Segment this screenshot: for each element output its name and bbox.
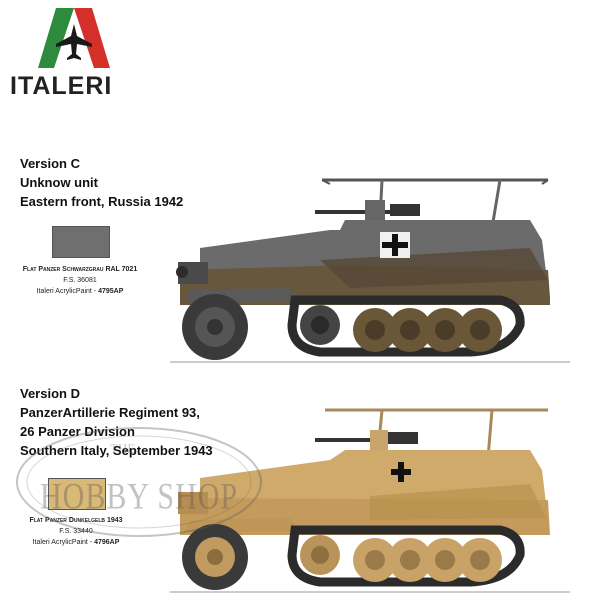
version-d-acrylic-code: 4796AP: [94, 539, 120, 546]
version-d-title: Version D: [20, 386, 80, 401]
watermark-small-text: THE: [110, 441, 136, 456]
version-c-caption: Version C Unknow unit Eastern front, Rus…: [20, 154, 183, 211]
version-d-unit: PanzerArtillerie Regiment 93,: [20, 405, 200, 420]
vehicle-version-c-illustration: [170, 178, 570, 363]
version-c-fs-code: F.S. 36081: [63, 277, 97, 284]
version-d-location: Southern Italy, September 1943: [20, 443, 213, 458]
version-c-location: Eastern front, Russia 1942: [20, 194, 184, 209]
version-c-title: Version C: [20, 156, 80, 171]
version-d-paint-info: Flat Panzer Dunkelgelb 1943 F.S. 33440 I…: [18, 515, 134, 548]
version-d-paint-name: Flat Panzer Dunkelgelb 1943: [29, 517, 123, 524]
italeri-logo: [12, 6, 136, 102]
version-c-acrylic-code: 4795AP: [98, 288, 124, 295]
version-d-acrylic-label: Italeri AcrylicPaint -: [32, 539, 95, 546]
version-c-paint-info: Flat Panzer Schwarzgrau RAL 7021 F.S. 36…: [22, 264, 138, 297]
version-d-division: 26 Panzer Division: [20, 424, 135, 439]
vehicle-version-d-illustration: [170, 408, 570, 593]
version-d-caption: Version D PanzerArtillerie Regiment 93, …: [20, 384, 213, 460]
version-c-paint-name: Flat Panzer Schwarzgrau RAL 7021: [22, 266, 138, 273]
version-d-fs-code: F.S. 33440: [59, 528, 93, 535]
version-d-color-swatch: [48, 478, 106, 510]
italeri-logo-mark: [38, 8, 110, 68]
version-c-color-swatch: [52, 226, 110, 258]
brand-name: ITALERI: [10, 72, 113, 100]
version-c-acrylic-label: Italeri AcrylicPaint -: [36, 288, 99, 295]
watermark-text: HOBBY SHOP: [40, 475, 239, 517]
version-c-unit: Unknow unit: [20, 175, 98, 190]
